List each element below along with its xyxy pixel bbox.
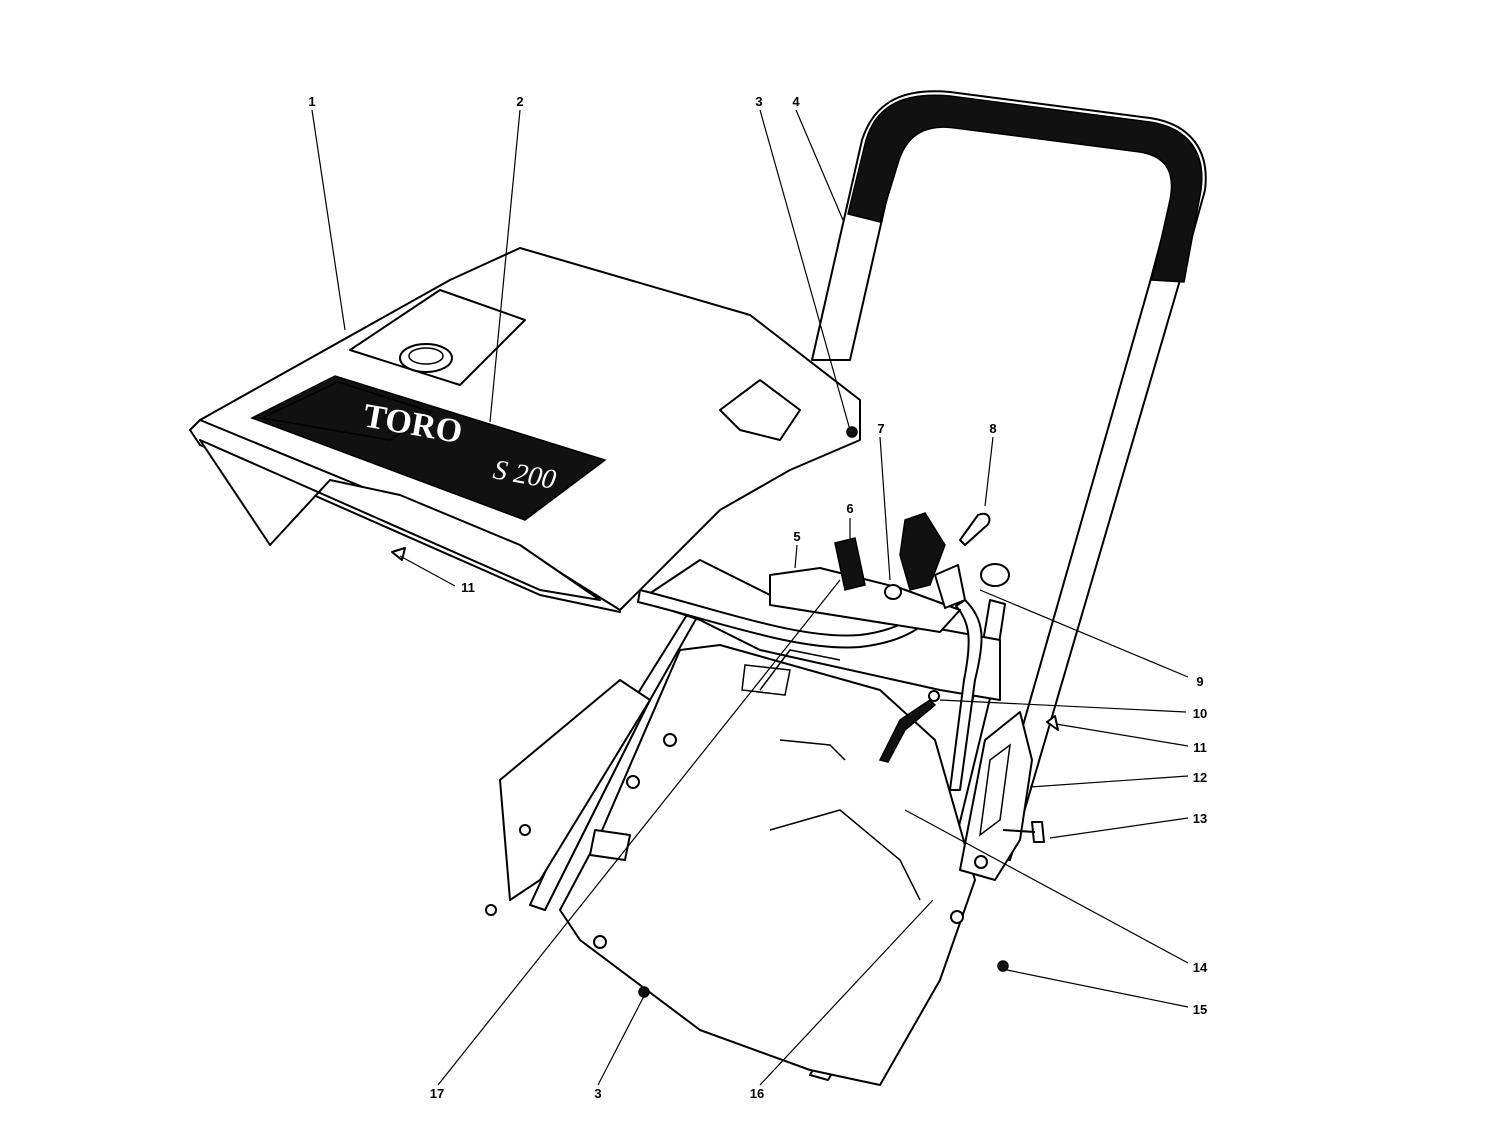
callout-14: 14 xyxy=(1193,960,1208,975)
callout-17: 17 xyxy=(430,1086,444,1101)
handle-grip xyxy=(847,94,1203,283)
callout-11-left: 11 xyxy=(461,580,475,595)
callout-3-bottom: 3 xyxy=(594,1086,601,1101)
callout-3-top: 3 xyxy=(755,94,762,109)
callout-8: 8 xyxy=(989,421,996,436)
callout-13: 13 xyxy=(1193,811,1207,826)
callout-15: 15 xyxy=(1193,1002,1207,1017)
callout-6: 6 xyxy=(846,501,853,516)
callout-1: 1 xyxy=(308,94,315,109)
callout-12: 12 xyxy=(1193,770,1207,785)
screw-3-top xyxy=(846,426,858,438)
bolt-15 xyxy=(997,960,1009,972)
callout-10: 10 xyxy=(1193,706,1207,721)
callout-11-right: 11 xyxy=(1193,740,1207,755)
lower-housing xyxy=(559,644,976,1086)
clip-11-right xyxy=(1046,715,1059,731)
callout-4: 4 xyxy=(792,94,800,109)
callout-2: 2 xyxy=(516,94,523,109)
ignition-switch xyxy=(934,564,966,609)
choke-knob xyxy=(834,537,866,591)
screw-3-bottom xyxy=(638,986,650,998)
decal: TORO S 200 xyxy=(250,375,607,521)
callout-7: 7 xyxy=(877,421,884,436)
handle xyxy=(811,90,1207,861)
side-plate xyxy=(959,711,1033,881)
frame-rails xyxy=(499,559,1006,1081)
primer-bulb xyxy=(884,584,902,600)
callout-labels: 1 2 3 4 5 6 7 8 9 10 11 11 12 13 14 15 1… xyxy=(308,94,1208,1101)
callout-16: 16 xyxy=(750,1086,764,1101)
primer-boot xyxy=(899,512,946,591)
callout-5: 5 xyxy=(793,529,800,544)
engine-shroud xyxy=(189,247,861,613)
ignition-key xyxy=(959,512,991,546)
bolt-13 xyxy=(1002,821,1045,843)
control-panel xyxy=(769,512,1010,633)
callout-9: 9 xyxy=(1196,674,1203,689)
screw-10 xyxy=(928,690,940,702)
leader-lines xyxy=(311,109,1189,1086)
